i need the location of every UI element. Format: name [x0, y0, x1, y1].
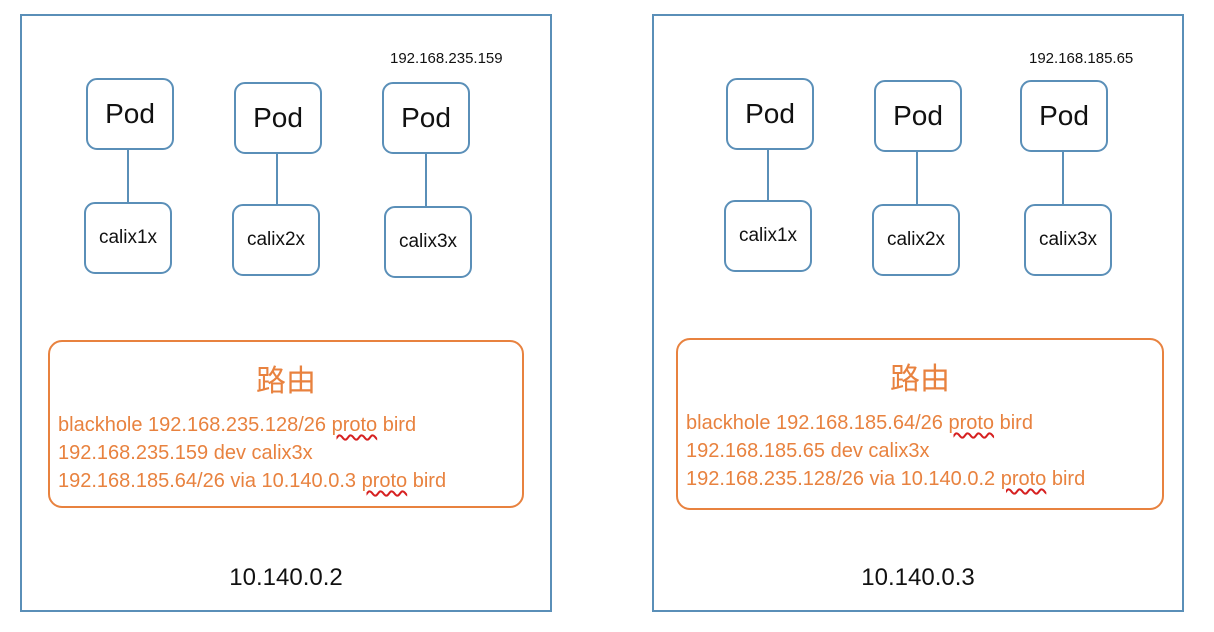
- pod-3-link: [1062, 152, 1064, 204]
- calix2x-interface: calix2x: [872, 204, 960, 276]
- route-keyword-proto: proto: [361, 470, 408, 492]
- node-10-140-0-3: 192.168.185.65 Pod calix1x Pod calix2x P…: [652, 14, 1184, 612]
- pod-1-link: [127, 150, 129, 202]
- route-table: 路由 blackhole 192.168.235.128/26 proto bi…: [48, 340, 524, 508]
- pod-ip-label: 192.168.185.65: [1029, 50, 1134, 67]
- pod-2: Pod: [234, 82, 322, 154]
- pod-1: Pod: [86, 78, 174, 150]
- route-keyword-proto: proto: [948, 412, 995, 434]
- route-line-local-pod: 192.168.185.65 dev calix3x: [686, 440, 930, 462]
- node-ip-label: 10.140.0.3: [861, 564, 975, 591]
- route-text: bird: [1046, 468, 1086, 490]
- route-line-local-pod: 192.168.235.159 dev calix3x: [58, 442, 313, 464]
- pod-3: Pod: [1020, 80, 1108, 152]
- route-table-title: 路由: [256, 364, 316, 399]
- pod-2: Pod: [874, 80, 962, 152]
- route-line-blackhole: blackhole 192.168.185.64/26 proto bird: [686, 412, 1033, 435]
- route-text: bird: [377, 414, 417, 436]
- route-text: 192.168.185.64/26 via 10.140.0.3: [58, 470, 362, 492]
- route-line-blackhole: blackhole 192.168.235.128/26 proto bird: [58, 414, 416, 437]
- route-table-title: 路由: [890, 362, 950, 397]
- route-keyword-proto: proto: [331, 414, 378, 436]
- pod-3: Pod: [382, 82, 470, 154]
- route-table: 路由 blackhole 192.168.185.64/26 proto bir…: [676, 338, 1164, 510]
- calix2x-interface: calix2x: [232, 204, 320, 276]
- route-text: blackhole 192.168.235.128/26: [58, 414, 332, 436]
- node-10-140-0-2: 192.168.235.159 Pod calix1x Pod calix2x …: [20, 14, 552, 612]
- route-line-remote-subnet: 192.168.235.128/26 via 10.140.0.2 proto …: [686, 468, 1085, 491]
- calix3x-interface: calix3x: [384, 206, 472, 278]
- pod-2-link: [916, 152, 918, 204]
- calix3x-interface: calix3x: [1024, 204, 1112, 276]
- route-line-remote-subnet: 192.168.185.64/26 via 10.140.0.3 proto b…: [58, 470, 446, 493]
- calix1x-interface: calix1x: [84, 202, 172, 274]
- route-text: bird: [994, 412, 1033, 434]
- route-text: bird: [407, 470, 447, 492]
- route-keyword-proto: proto: [1000, 468, 1047, 490]
- pod-ip-label: 192.168.235.159: [390, 50, 503, 67]
- route-text: 192.168.235.128/26 via 10.140.0.2: [686, 468, 1001, 490]
- route-text: blackhole 192.168.185.64/26: [686, 412, 949, 434]
- pod-3-link: [425, 154, 427, 206]
- calix1x-interface: calix1x: [724, 200, 812, 272]
- pod-1: Pod: [726, 78, 814, 150]
- pod-2-link: [276, 154, 278, 204]
- pod-1-link: [767, 150, 769, 202]
- node-ip-label: 10.140.0.2: [229, 564, 343, 591]
